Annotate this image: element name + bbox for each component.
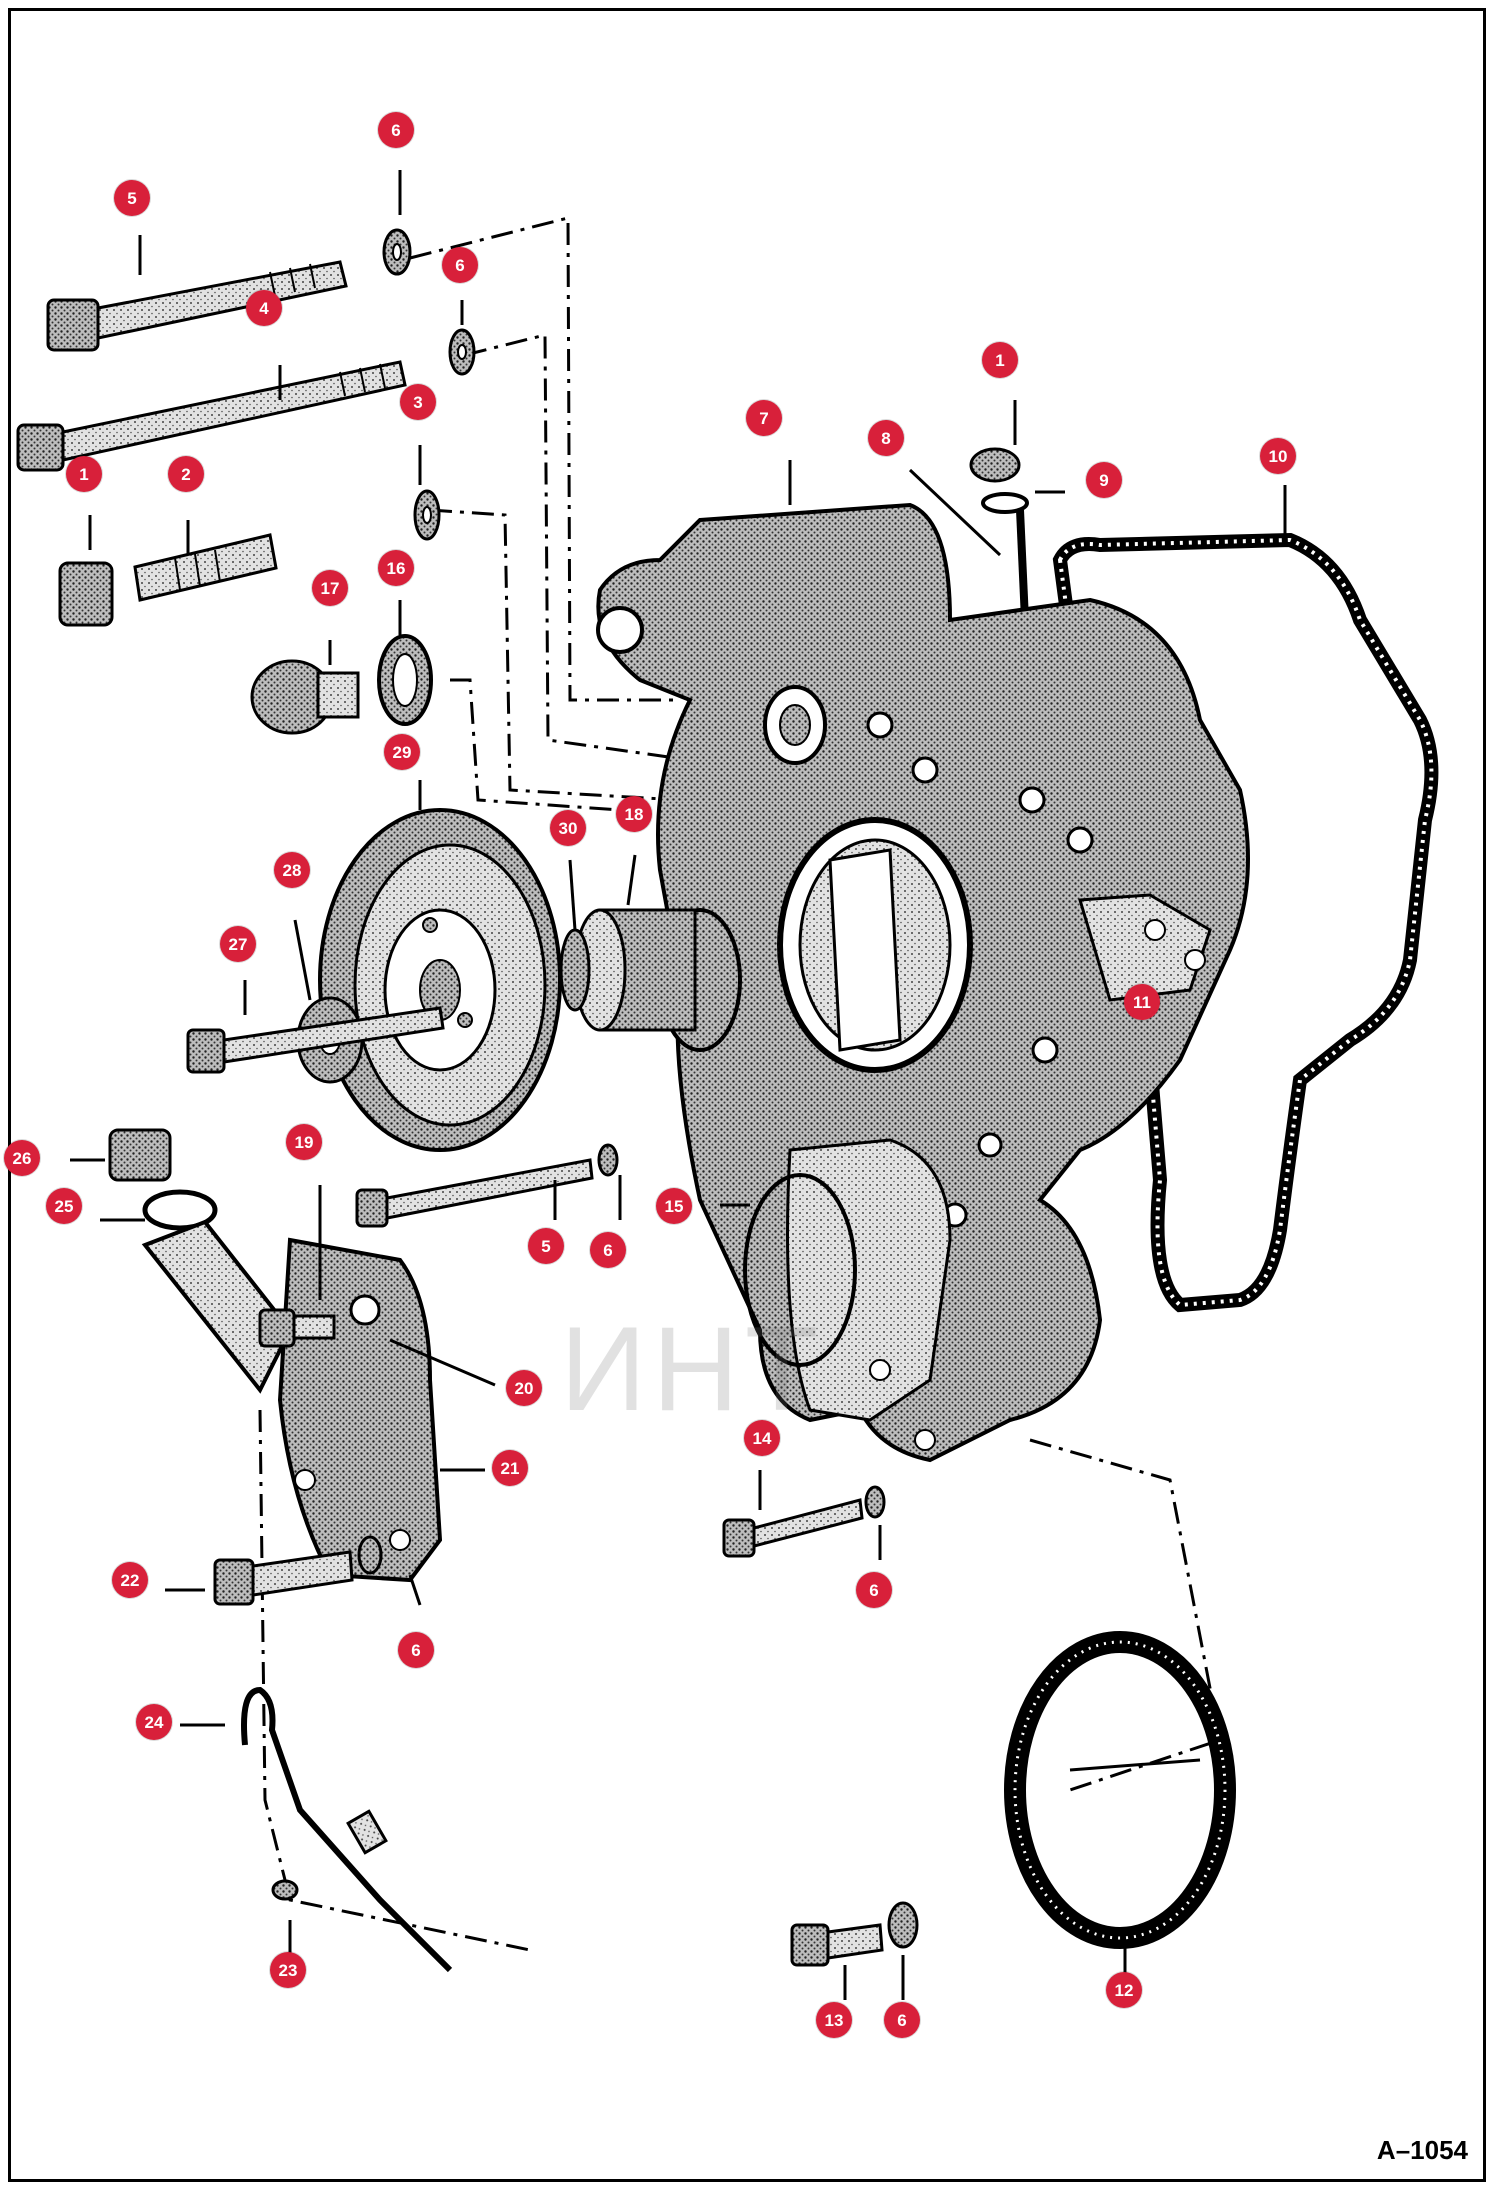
callout-17: 17: [312, 570, 348, 606]
callout-1-nut: 1: [66, 456, 102, 492]
callout-30: 30: [550, 810, 586, 846]
callout-16: 16: [378, 550, 414, 586]
callout-26: 26: [4, 1140, 40, 1176]
callout-28: 28: [274, 852, 310, 888]
callout-24: 24: [136, 1704, 172, 1740]
callout-6-pump: 6: [398, 1632, 434, 1668]
callout-1-cap: 1: [982, 342, 1018, 378]
callout-3: 3: [400, 384, 436, 420]
callout-21: 21: [492, 1450, 528, 1486]
timing-housing-7: [596, 502, 1250, 1463]
callout-9: 9: [1086, 462, 1122, 498]
pulley-29: [318, 808, 562, 1152]
callout-25: 25: [46, 1188, 82, 1224]
callout-14: 14: [744, 1420, 780, 1456]
callout-23: 23: [270, 1952, 306, 1988]
callout-6-lower: 6: [590, 1232, 626, 1268]
callout-19: 19: [286, 1124, 322, 1160]
callout-2: 2: [168, 456, 204, 492]
callout-11: 11: [1124, 984, 1160, 1020]
callout-20: 20: [506, 1370, 542, 1406]
callout-6-top: 6: [378, 112, 414, 148]
plug-17: [250, 659, 360, 735]
diagram-frame: [8, 8, 1486, 2182]
callout-13: 13: [816, 2002, 852, 2038]
callout-15: 15: [656, 1188, 692, 1224]
callout-5-top: 5: [114, 180, 150, 216]
callout-18: 18: [616, 796, 652, 832]
callout-8: 8: [868, 420, 904, 456]
callout-22: 22: [112, 1562, 148, 1598]
callout-12: 12: [1106, 1972, 1142, 2008]
callout-29: 29: [384, 734, 420, 770]
callout-6-second: 6: [442, 247, 478, 283]
callout-5-lower: 5: [528, 1228, 564, 1264]
callout-10: 10: [1260, 438, 1296, 474]
callout-6-right: 6: [856, 1572, 892, 1608]
watermark-text: ИНТ: [560, 1302, 825, 1436]
callout-7: 7: [746, 400, 782, 436]
bolt-4: [16, 360, 407, 472]
callout-4: 4: [246, 290, 282, 326]
callout-27: 27: [220, 926, 256, 962]
bolt-5-top: [46, 260, 348, 352]
callout-6-bottom: 6: [884, 2002, 920, 2038]
drawing-code: A–1054: [1376, 2135, 1468, 2165]
